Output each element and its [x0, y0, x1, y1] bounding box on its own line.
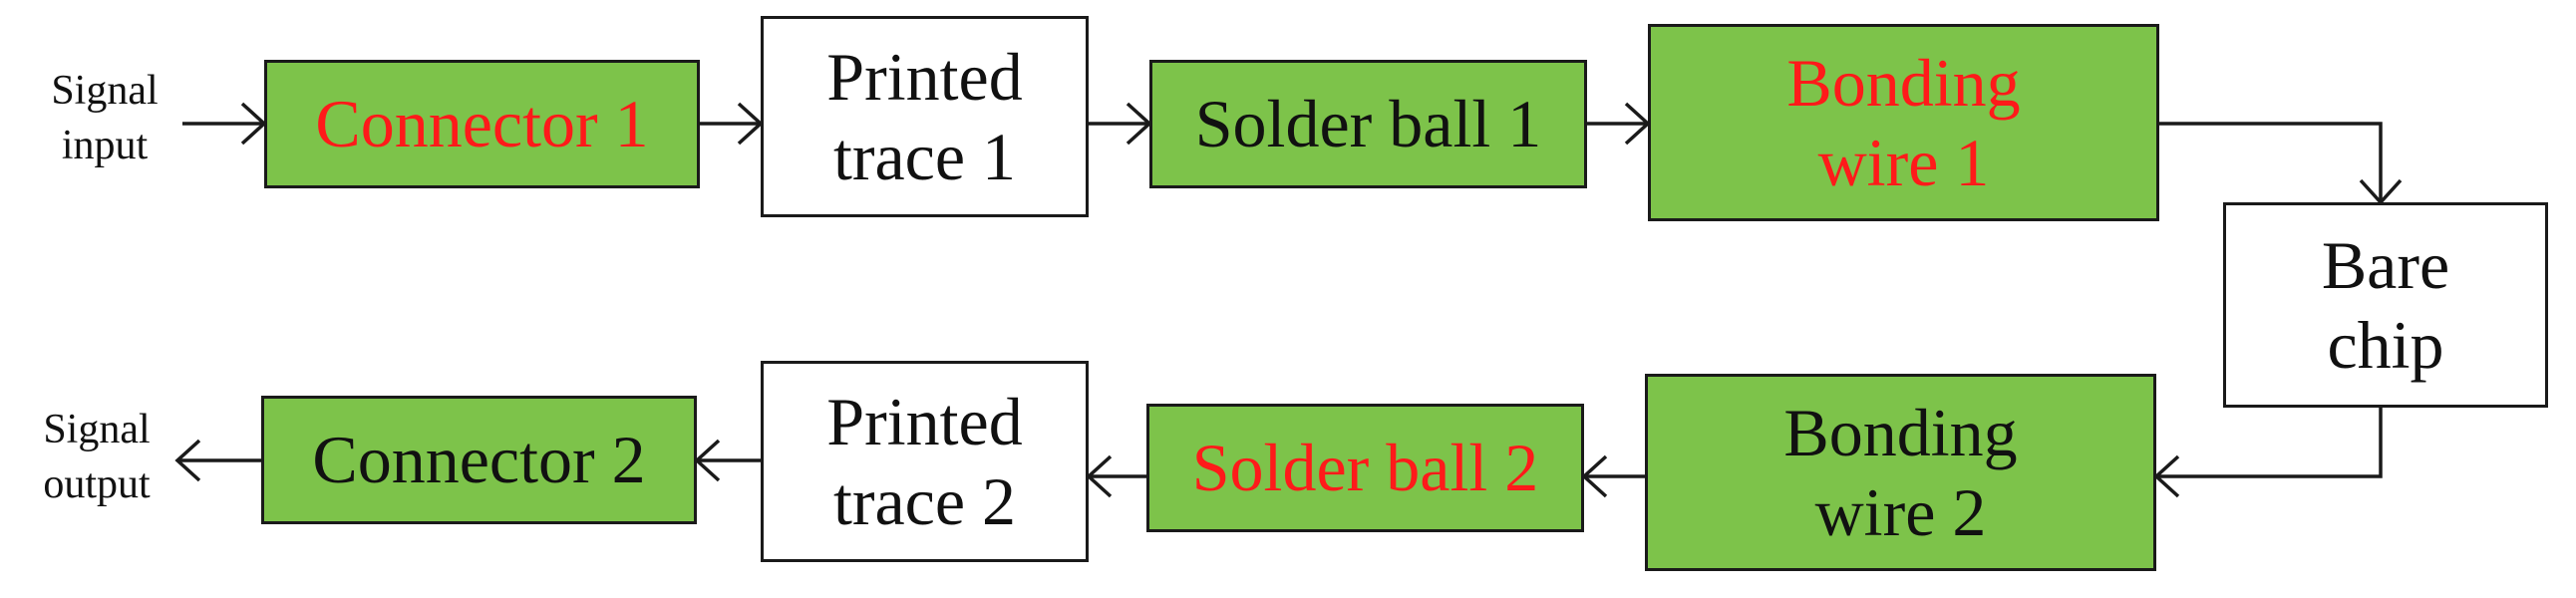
- arrow-bonding-wire-2-to-solder-ball-2: [1581, 454, 1645, 498]
- node-bonding-wire-1: Bonding wire 1: [1648, 24, 2159, 221]
- node-connector-1: Connector 1: [264, 60, 700, 188]
- node-bonding-wire-2: Bonding wire 2: [1645, 374, 2156, 571]
- signal-output-label: Signal output: [43, 407, 151, 507]
- arrow-printed-trace-1-to-solder-ball-1: [1089, 102, 1152, 146]
- node-connector-2: Connector 2: [261, 396, 697, 524]
- node-printed-trace-1: Printed trace 1: [761, 16, 1089, 217]
- arrow-connector-2-to-output: [174, 439, 261, 482]
- arrow-connector-1-to-printed-trace-1: [700, 102, 764, 146]
- node-solder-ball-2: Solder ball 2: [1146, 404, 1584, 532]
- node-solder-ball-1: Solder ball 1: [1149, 60, 1587, 188]
- node-printed-trace-2: Printed trace 2: [761, 361, 1089, 562]
- arrow-bare-chip-to-bonding-wire-2: [2153, 408, 2383, 498]
- arrow-solder-ball-2-to-printed-trace-2: [1086, 454, 1146, 498]
- signal-input-label: Signal input: [51, 68, 159, 168]
- arrow-input-to-connector-1: [182, 102, 267, 146]
- node-bare-chip: Bare chip: [2223, 202, 2548, 408]
- arrow-solder-ball-1-to-bonding-wire-1: [1587, 102, 1651, 146]
- arrow-printed-trace-2-to-connector-2: [694, 439, 761, 482]
- arrow-bonding-wire-1-to-bare-chip: [2159, 122, 2403, 205]
